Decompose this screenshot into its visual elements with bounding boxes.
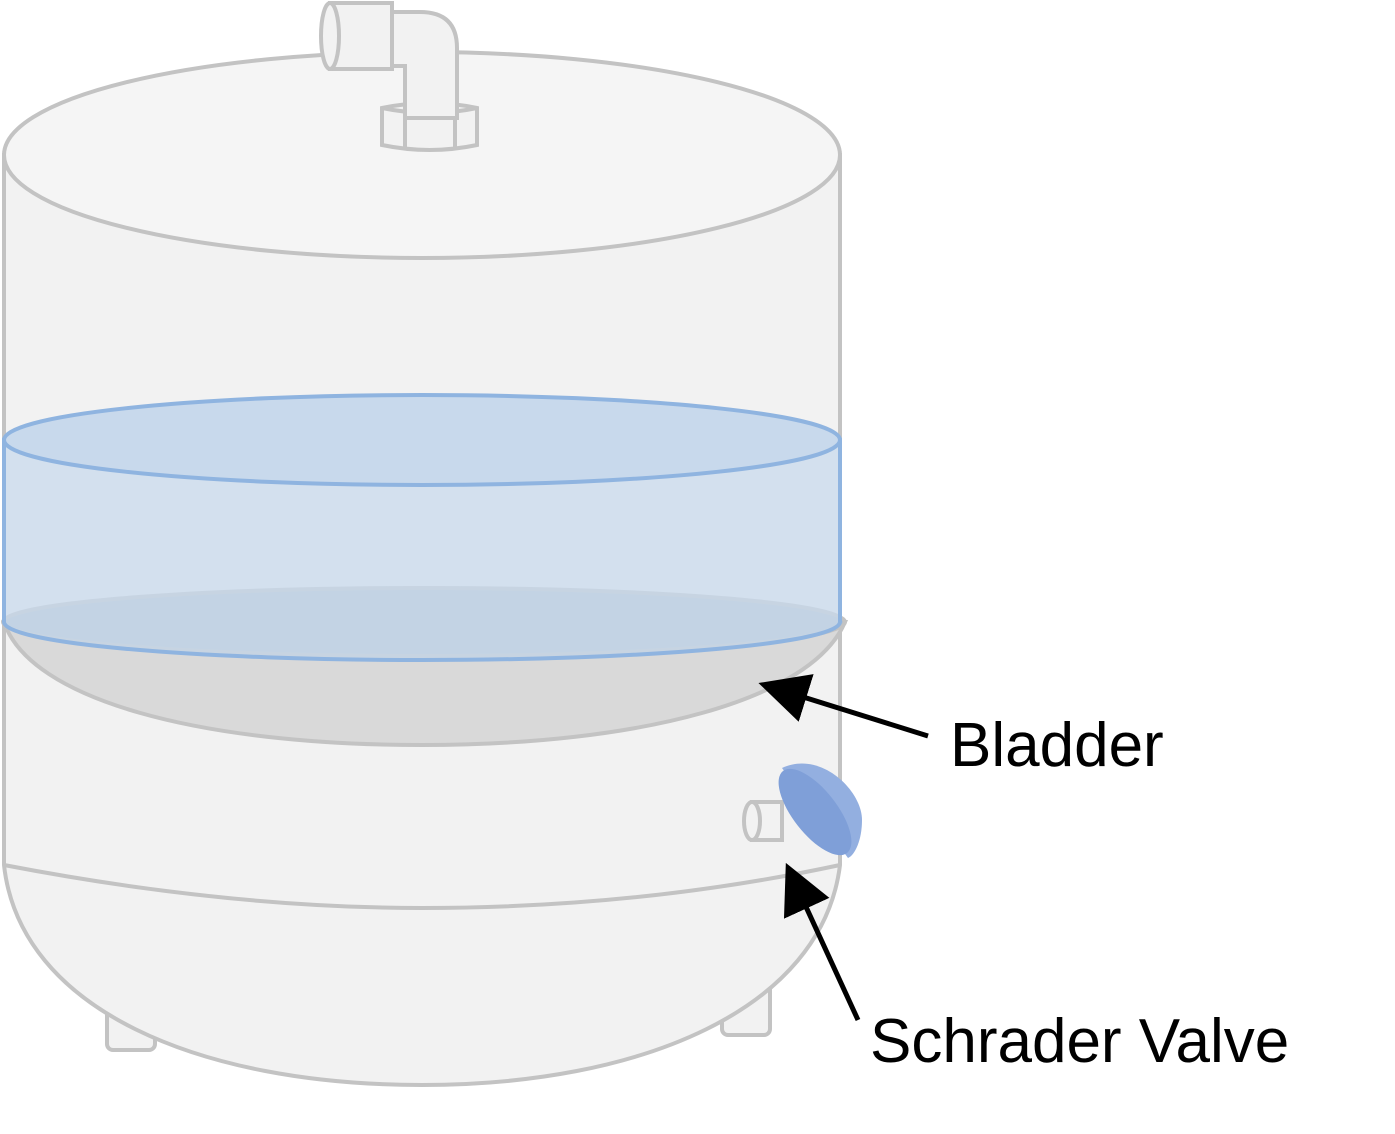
top-pipe-fitting bbox=[319, 1, 479, 152]
water-surface bbox=[2, 393, 842, 487]
schrader-valve-arrow bbox=[783, 862, 861, 1022]
pipe-opening bbox=[319, 1, 341, 71]
water-layer bbox=[1, 393, 842, 662]
valve-cap-face bbox=[778, 768, 852, 856]
tank-bottom-seam bbox=[3, 863, 841, 911]
bladder-arrow bbox=[758, 674, 929, 739]
schrader-valve bbox=[742, 763, 862, 858]
water-body bbox=[1, 438, 842, 662]
bladder-label: Bladder bbox=[950, 711, 1164, 780]
valve-stem-end bbox=[742, 800, 762, 842]
schrader-valve-label: Schrader Valve bbox=[870, 1007, 1289, 1076]
